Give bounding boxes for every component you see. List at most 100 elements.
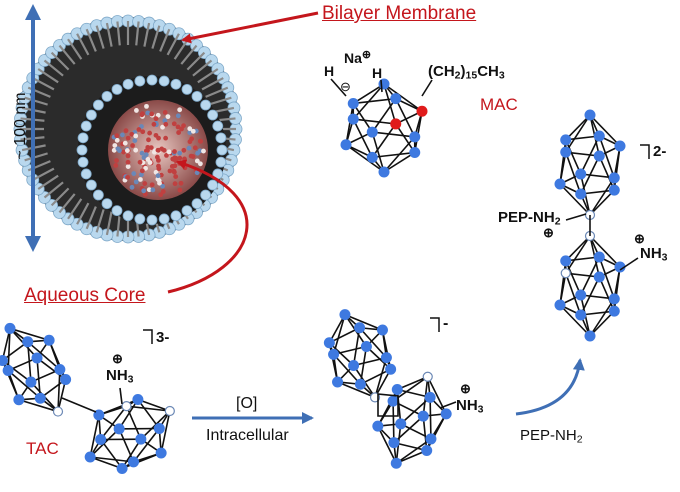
- inner-lipid-head: [158, 213, 170, 225]
- core-particle: [149, 111, 155, 117]
- core-particle: [175, 124, 181, 130]
- pep-cluster-bottom: [554, 230, 626, 342]
- boron-atom: [395, 418, 407, 430]
- cage-bond: [580, 135, 600, 175]
- cage-bond: [580, 256, 600, 296]
- cage-bond: [160, 410, 171, 454]
- core-particle: [139, 168, 145, 174]
- boron-atom: [135, 433, 147, 445]
- boron-atom: [385, 363, 397, 375]
- mac-cluster: [340, 78, 428, 178]
- core-particle: [136, 127, 142, 132]
- cage-bond: [118, 428, 135, 463]
- core-particle: [177, 107, 183, 113]
- core-particle: [179, 126, 184, 132]
- core-particle: [113, 163, 119, 168]
- inner-lipid-head: [170, 210, 182, 222]
- boron-atom: [554, 178, 566, 190]
- inner-lipid-head: [80, 168, 92, 180]
- core-particle: [149, 182, 155, 188]
- charge-3-label: 3-: [156, 329, 170, 346]
- boron-atom: [121, 401, 132, 412]
- cage-bond: [26, 341, 32, 383]
- core-particle: [188, 153, 194, 159]
- core-particle: [139, 150, 145, 156]
- oxidation-label: [O]: [236, 395, 258, 412]
- core-particle: [148, 145, 154, 151]
- pep-nh2-bond: [565, 213, 587, 221]
- ox-bridge: [377, 393, 399, 417]
- cage-bond: [352, 118, 373, 158]
- inner-lipid-head: [92, 189, 104, 201]
- boron-atom: [560, 268, 571, 279]
- core-particle: [146, 137, 151, 143]
- lipid-tail: [85, 28, 97, 52]
- carbon-atom: [390, 118, 402, 130]
- core-particle: [122, 140, 128, 146]
- inner-lipid-head: [77, 156, 89, 168]
- core-particles: [111, 103, 206, 198]
- boron-atom: [422, 371, 433, 382]
- boron-atom: [560, 146, 572, 158]
- lipid-tail: [32, 77, 55, 91]
- cage-bond: [598, 155, 616, 191]
- inner-lipid-head: [146, 74, 158, 86]
- boron-atom: [376, 324, 388, 336]
- core-particle: [125, 135, 131, 141]
- core-particle: [139, 112, 145, 118]
- lipid-tail: [95, 209, 105, 233]
- tac-plus: ⊕: [112, 351, 123, 366]
- core-particle: [166, 149, 172, 155]
- alkyl-chain-label: (CH2)15CH3: [428, 63, 505, 82]
- cage-bond: [580, 294, 615, 300]
- boron-atom: [390, 93, 402, 105]
- cage-bond: [580, 310, 615, 316]
- boron-atom: [43, 334, 55, 346]
- lipid-tail: [95, 25, 105, 49]
- lipid-tail: [151, 25, 161, 49]
- bracket-ox: [430, 317, 440, 332]
- core-particle: [160, 183, 165, 189]
- intracellular-label: Intracellular: [206, 427, 289, 444]
- cage-bond: [372, 131, 415, 138]
- boron-atom: [575, 309, 587, 321]
- inner-lipid-head: [170, 78, 182, 90]
- boron-atom: [360, 341, 372, 353]
- boron-atom: [0, 355, 8, 367]
- pep-nh3-label: NH3: [640, 245, 668, 264]
- cage-bond: [400, 396, 431, 425]
- core-particle: [195, 150, 201, 156]
- cage-bond: [565, 256, 600, 262]
- boron-atom: [13, 394, 25, 406]
- inner-lipid-head: [200, 99, 212, 111]
- boron-atom: [440, 408, 452, 420]
- tac-cluster-right: [84, 394, 175, 474]
- lipid-tail: [85, 206, 97, 230]
- core-particle: [145, 144, 151, 150]
- core-particle: [155, 173, 161, 179]
- boron-atom: [347, 113, 359, 125]
- core-particle: [194, 158, 200, 164]
- cage-bond: [393, 441, 427, 452]
- lipid-tail: [208, 96, 232, 106]
- core-particle: [155, 147, 161, 153]
- core-particle: [153, 116, 159, 122]
- boron-atom: [34, 392, 46, 404]
- cage-bond: [57, 369, 61, 412]
- boron-atom: [409, 131, 421, 143]
- boron-atom: [31, 352, 43, 364]
- core-particle: [187, 126, 193, 132]
- cage-bond: [353, 97, 396, 105]
- tac-label: TAC: [26, 439, 59, 458]
- core-particle: [114, 137, 120, 143]
- core-particle: [147, 130, 153, 136]
- cage-bond: [353, 356, 387, 367]
- inner-lipid-head: [85, 109, 97, 121]
- core-particle: [175, 113, 181, 119]
- lipid-tail: [37, 68, 59, 84]
- core-particle: [194, 170, 200, 176]
- carbon-atom: [416, 105, 428, 117]
- core-particle: [129, 184, 135, 190]
- core-particle: [162, 118, 168, 124]
- cage-bond: [383, 83, 397, 125]
